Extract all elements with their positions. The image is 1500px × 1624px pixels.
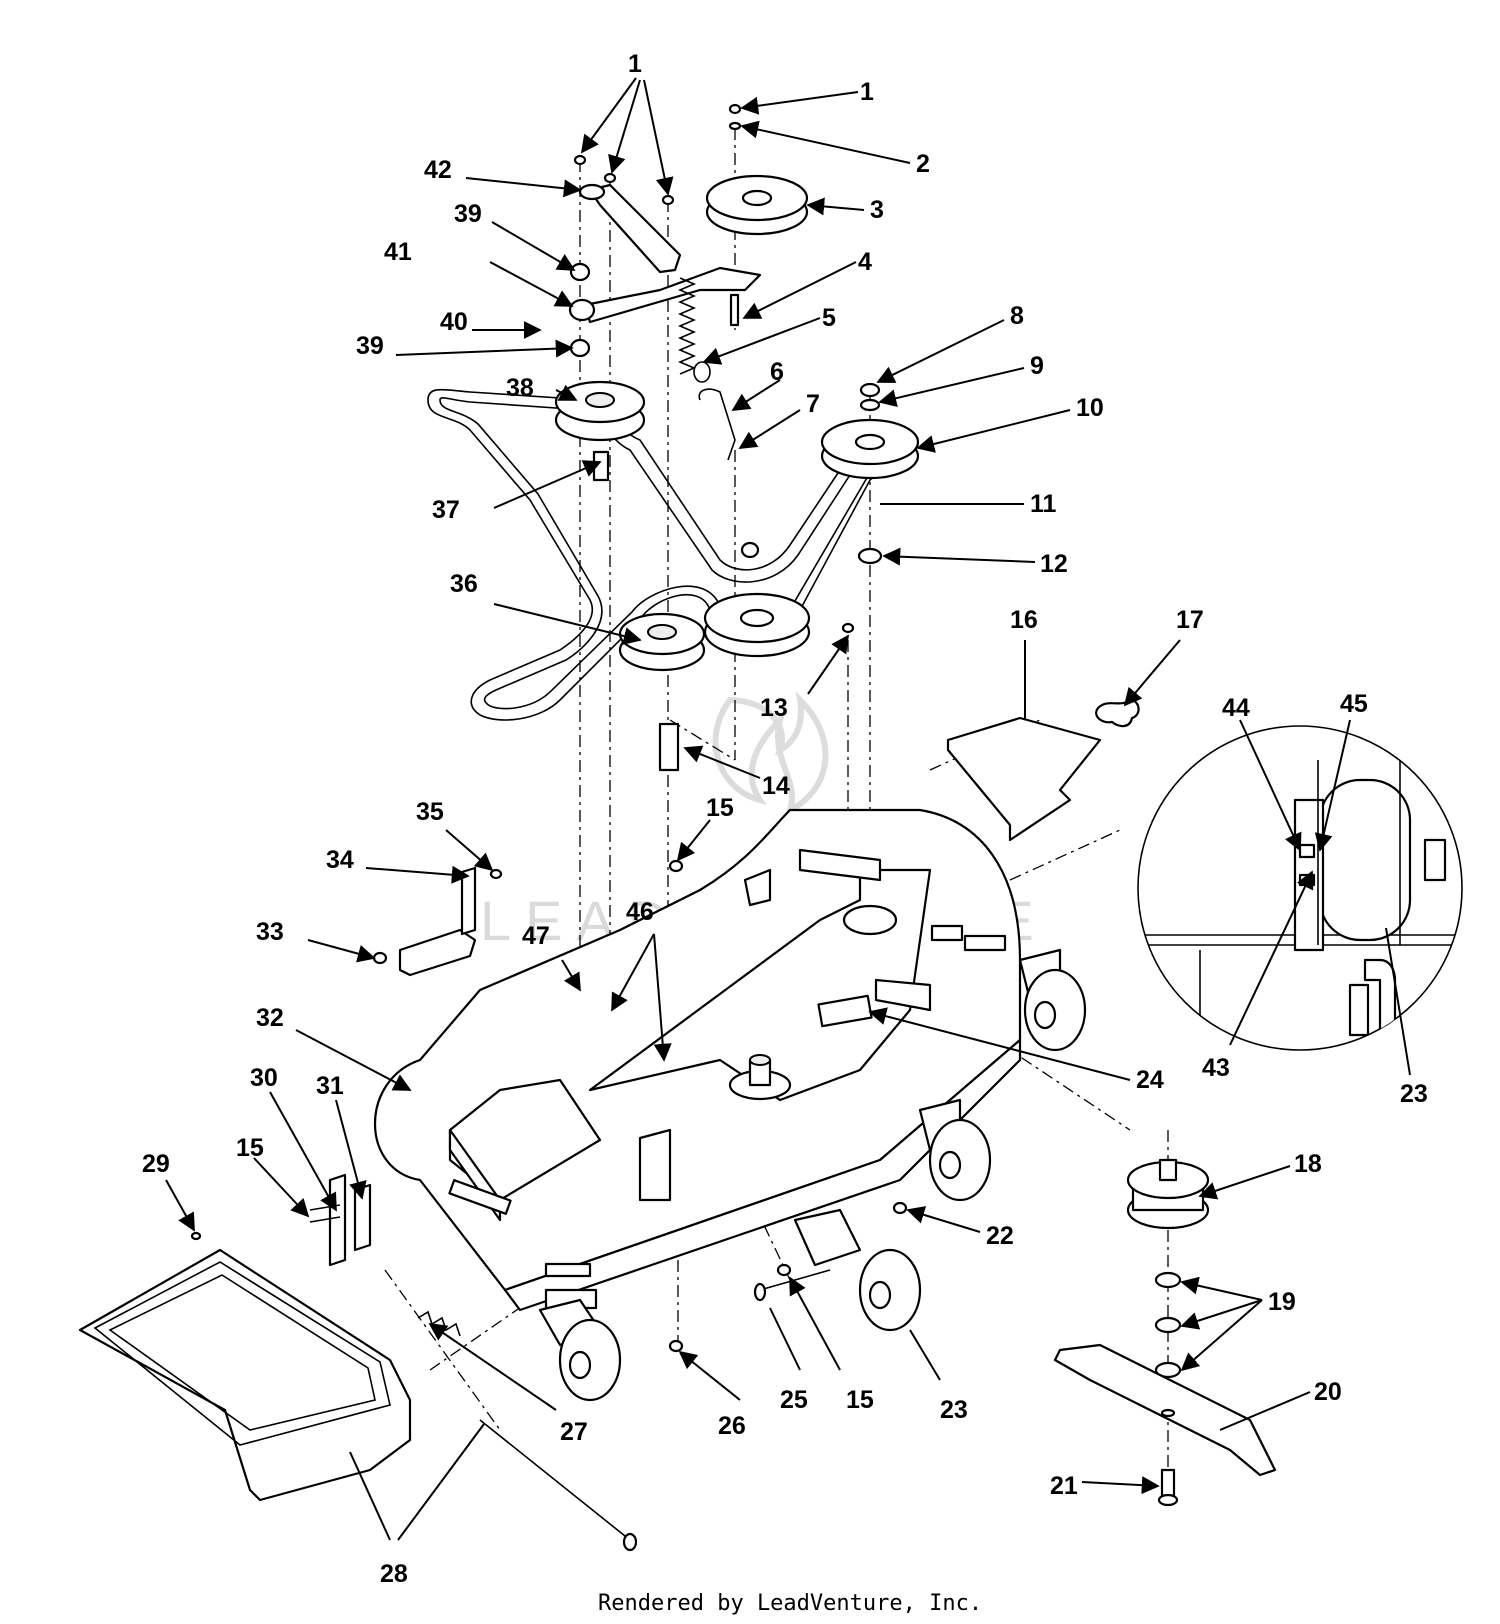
callout-2: 2	[916, 150, 930, 178]
callout-34: 34	[326, 846, 354, 874]
callout-16: 16	[1010, 606, 1038, 634]
blade-20	[1053, 1343, 1277, 1477]
pulley-38	[554, 380, 646, 442]
callout-21: 21	[1050, 1472, 1078, 1500]
callout-19: 19	[1268, 1288, 1296, 1316]
wheel-mid-right	[918, 1098, 992, 1202]
mower-deck	[374, 808, 1022, 1312]
idler-arm-41	[568, 266, 762, 324]
callout-25: 25	[780, 1386, 808, 1414]
wheel-front-left	[538, 1298, 622, 1402]
callouts: 1 1 2 3 4 5 6 7 8 9 10 11 12 13 14 15 15…	[142, 50, 1428, 1588]
spindle-deck	[728, 1054, 792, 1101]
pulley-10	[820, 418, 920, 480]
callout-38: 38	[506, 374, 534, 402]
callout-31: 31	[316, 1072, 344, 1100]
callout-13: 13	[760, 694, 788, 722]
callout-32: 32	[256, 1004, 284, 1032]
pulley-3	[705, 174, 809, 236]
callout-39: 39	[356, 332, 384, 360]
callout-1: 1	[628, 50, 642, 78]
callout-24: 24	[1136, 1066, 1164, 1094]
callout-6: 6	[770, 358, 784, 386]
callout-15: 15	[706, 794, 734, 822]
callout-15: 15	[236, 1134, 264, 1162]
footer-credit: Rendered by LeadVenture, Inc.	[598, 1591, 982, 1616]
callout-40: 40	[440, 308, 468, 336]
callout-7: 7	[806, 390, 820, 418]
spindle-18	[1126, 1158, 1210, 1230]
callout-26: 26	[718, 1412, 746, 1440]
pulley-36	[618, 612, 706, 672]
callout-9: 9	[1030, 352, 1044, 380]
callout-3: 3	[870, 196, 884, 224]
detail-view	[1137, 725, 1463, 1051]
belt-cover-16	[946, 716, 1102, 842]
rod-25	[753, 1269, 831, 1302]
spring-5	[677, 277, 711, 383]
callout-23: 23	[940, 1396, 968, 1424]
callout-29: 29	[142, 1150, 170, 1178]
wheel-rear-right	[1018, 948, 1087, 1052]
bolt-21	[1157, 1468, 1179, 1507]
callout-35: 35	[416, 798, 444, 826]
callout-15: 15	[846, 1386, 874, 1414]
small-hardware	[190, 103, 908, 1353]
callout-8: 8	[1010, 302, 1024, 330]
callout-18: 18	[1294, 1150, 1322, 1178]
pivot-34	[398, 866, 477, 977]
callout-14: 14	[762, 772, 790, 800]
callout-41: 41	[384, 238, 412, 266]
callout-43: 43	[1202, 1054, 1230, 1082]
callout-12: 12	[1040, 550, 1068, 578]
callout-4: 4	[858, 248, 872, 276]
callout-17: 17	[1176, 606, 1204, 634]
idler-arm-42	[578, 183, 682, 274]
callout-22: 22	[986, 1222, 1014, 1250]
callout-1: 1	[860, 78, 874, 106]
callout-20: 20	[1314, 1378, 1342, 1406]
callout-30: 30	[250, 1064, 278, 1092]
bracket-30-31	[309, 1173, 372, 1267]
callout-42: 42	[424, 156, 452, 184]
callout-28: 28	[380, 1560, 408, 1588]
spring-27	[417, 1310, 461, 1337]
wheel-front-23	[793, 1208, 922, 1332]
leader-lines	[165, 77, 1411, 1541]
callout-23: 23	[1400, 1080, 1428, 1108]
callout-33: 33	[256, 918, 284, 946]
callout-27: 27	[560, 1418, 588, 1446]
callout-39: 39	[454, 200, 482, 228]
callout-46: 46	[626, 898, 654, 926]
hook-6	[698, 388, 736, 461]
callout-47: 47	[522, 922, 550, 950]
washers-19	[1154, 1271, 1182, 1379]
callout-11: 11	[1030, 490, 1057, 518]
callout-37: 37	[432, 496, 460, 524]
pulley-center	[703, 592, 811, 658]
pin-28	[479, 1419, 638, 1552]
callout-5: 5	[822, 304, 836, 332]
callout-45: 45	[1340, 690, 1368, 718]
knob-17	[1095, 698, 1140, 728]
callout-44: 44	[1222, 694, 1250, 722]
callout-10: 10	[1076, 394, 1104, 422]
callout-36: 36	[450, 570, 478, 598]
discharge-chute-28	[78, 1248, 412, 1502]
